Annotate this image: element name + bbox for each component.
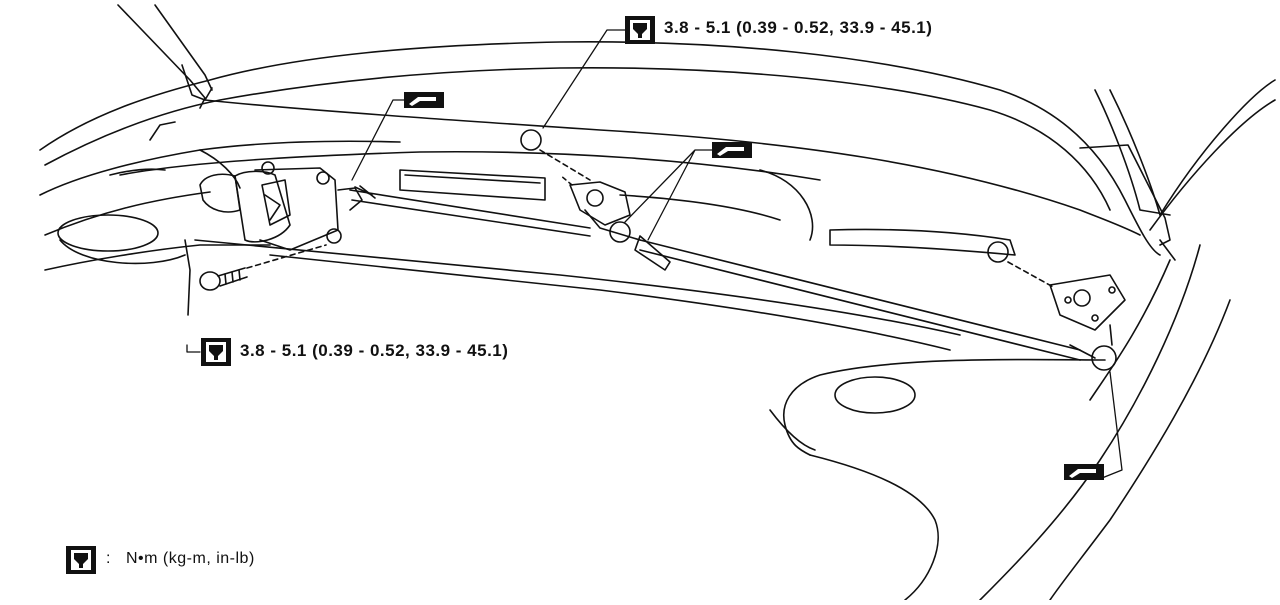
motor-bolt-left xyxy=(199,244,327,291)
leader-lines xyxy=(186,29,1123,479)
torque-label-left: 3.8 - 5.1 (0.39 - 0.52, 33.9 - 45.1) xyxy=(240,341,509,360)
grease-application-icon xyxy=(1064,464,1104,480)
grease-application-icon xyxy=(404,92,444,108)
pivot-nuts xyxy=(520,129,1056,289)
linkage-rods xyxy=(349,185,1096,361)
legend-unit-text: N•m (kg-m, in-lb) xyxy=(126,550,255,567)
torque-wrench-icon xyxy=(201,338,231,366)
hood-right xyxy=(1079,79,1276,261)
fender-right xyxy=(769,244,1231,601)
legend-separator: : xyxy=(106,550,111,567)
center-pivot xyxy=(559,174,641,243)
wiper-motor xyxy=(199,161,363,251)
cowl-panel xyxy=(39,41,1161,351)
right-pivot xyxy=(1049,274,1126,371)
torque-wrench-icon xyxy=(625,16,655,44)
torque-label-top: 3.8 - 5.1 (0.39 - 0.52, 33.9 - 45.1) xyxy=(664,18,933,37)
grease-application-icon xyxy=(712,142,752,158)
torque-wrench-icon xyxy=(66,546,96,574)
